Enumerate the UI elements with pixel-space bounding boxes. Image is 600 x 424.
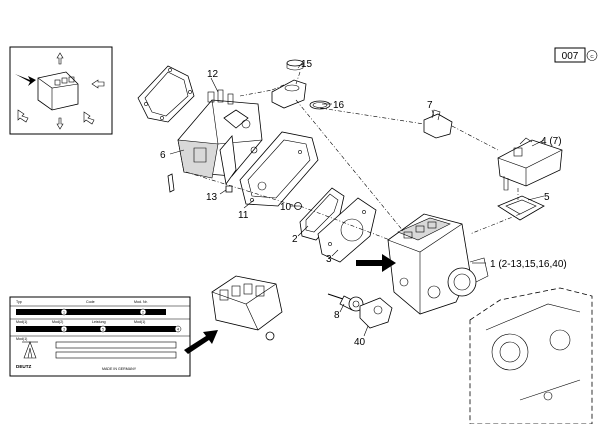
label-leistung: Leistung <box>92 320 106 324</box>
arrow-right-icon <box>184 330 218 354</box>
part-40 <box>359 297 393 329</box>
gasket-5 <box>497 195 545 221</box>
callout-7: 7 <box>427 100 433 111</box>
inset-engine-block <box>37 71 79 111</box>
governor-housing-6 <box>177 89 263 186</box>
inset-frame <box>9 46 113 135</box>
assembly-lines <box>185 71 521 241</box>
page-code: 007 <box>562 51 579 62</box>
marker-5: 5 <box>102 328 104 332</box>
label-mod-a: Mod(1) <box>16 320 27 324</box>
arrow-left-down-icon <box>17 109 29 123</box>
brand-name: DEUTZ <box>16 364 32 369</box>
callout-3: 3 <box>326 254 332 265</box>
label-code: Code <box>86 300 95 304</box>
injection-pump-1 <box>387 213 489 315</box>
callout-40: 40 <box>354 337 366 348</box>
label-mod-c: Mod(1) <box>134 320 145 324</box>
nameplate: Typ Code Mod. Nr. 1 2 Mod(1) Mod(2) Leis… <box>9 296 191 377</box>
engine-casing <box>469 287 593 424</box>
callout-11: 11 <box>238 210 249 221</box>
gasket-11 <box>239 131 319 207</box>
part-15-body <box>271 79 307 109</box>
callout-8: 8 <box>334 310 340 321</box>
nameplate-field-2 <box>55 351 177 359</box>
page-code-box: 007 C <box>554 47 598 63</box>
arrow-right-icon <box>15 74 36 86</box>
callouts: 1 (2-13,15,16,40) 2 3 4 (7) 5 6 7 8 10 1… <box>160 59 567 348</box>
nameplate-field-1 <box>55 341 177 349</box>
marker-3: 3 <box>63 328 65 332</box>
oring-16 <box>309 100 331 110</box>
label-mod-d: Mod(1) <box>16 337 27 341</box>
callout-4: 4 (7) <box>541 136 562 147</box>
marker-1: 1 <box>63 311 65 315</box>
nameplate-bar-2 <box>16 326 176 332</box>
arrow-down-icon <box>56 117 64 130</box>
callout-13: 13 <box>206 192 218 203</box>
orientation-inset <box>9 46 113 135</box>
callout-6: 6 <box>160 150 166 161</box>
callout-5: 5 <box>544 192 550 203</box>
arrow-diagonal-icon <box>83 111 95 125</box>
callout-16: 16 <box>333 100 345 111</box>
callout-2: 2 <box>292 234 298 245</box>
label-typ: Typ <box>16 300 22 304</box>
arrow-up-icon <box>56 52 64 65</box>
part-15-cap <box>286 59 304 71</box>
callout-10: 10 <box>280 202 292 213</box>
gasket-12 <box>137 65 195 123</box>
callout-15: 15 <box>301 59 313 70</box>
nameplate-frame <box>9 296 191 377</box>
nameplate-bar-1 <box>16 309 166 315</box>
gasket-3 <box>317 197 377 263</box>
deutz-logo-icon <box>22 341 38 359</box>
made-in-label: MADE IN GERMANY <box>102 367 137 371</box>
engine-block-illustration <box>211 275 283 341</box>
arrow-right-outline-icon <box>91 79 105 89</box>
leader-lines <box>169 62 545 337</box>
solenoid-4 <box>497 137 563 191</box>
copyright-letter: C <box>590 54 594 59</box>
marker-4: 4 <box>177 328 179 332</box>
label-mod-b: Mod(2) <box>52 320 63 324</box>
stud-pin <box>167 173 233 193</box>
arrow-right-icon <box>356 254 396 272</box>
label-mod-nr: Mod. Nr. <box>134 300 148 304</box>
marker-2: 2 <box>142 311 144 315</box>
copyright-icon <box>586 50 598 61</box>
bracket-7 <box>423 109 453 139</box>
callout-12: 12 <box>207 69 219 80</box>
shaft-8 <box>327 293 364 312</box>
callout-1: 1 (2-13,15,16,40) <box>490 259 567 270</box>
